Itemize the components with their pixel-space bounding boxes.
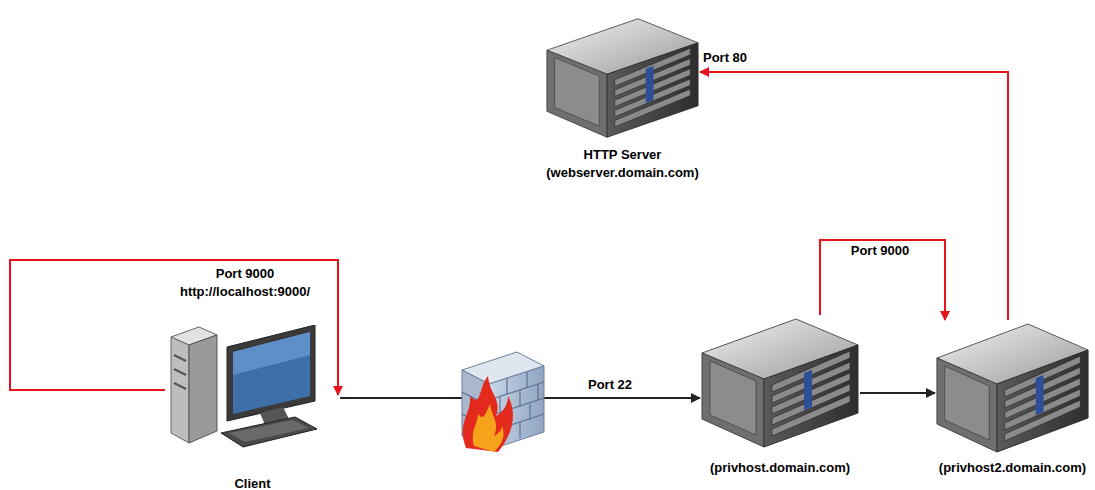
firewall-icon bbox=[462, 352, 544, 452]
host-label: (privhost2.domain.com) bbox=[939, 459, 1086, 477]
host-label: (webserver.domain.com) bbox=[546, 164, 698, 182]
host-label: (privhost.domain.com) bbox=[710, 459, 850, 477]
connection-arrow bbox=[820, 240, 945, 320]
server-node: (privhost.domain.com) bbox=[700, 315, 860, 450]
server-node: HTTP Server(webserver.domain.com) bbox=[545, 15, 700, 140]
server-icon bbox=[935, 320, 1090, 455]
computer-icon bbox=[165, 325, 340, 455]
node-caption: HTTP Server(webserver.domain.com) bbox=[546, 146, 698, 182]
connection-arrow bbox=[700, 72, 1008, 320]
node-caption: Client bbox=[234, 475, 270, 490]
node-caption: (privhost2.domain.com) bbox=[939, 459, 1086, 477]
server-icon bbox=[545, 15, 700, 140]
host-label: Client bbox=[234, 475, 270, 490]
client-node: Client bbox=[165, 325, 340, 455]
host-label: HTTP Server bbox=[546, 146, 698, 164]
url-label: http://localhost:9000/ bbox=[180, 283, 310, 300]
server-icon bbox=[700, 315, 860, 450]
server-node: (privhost2.domain.com) bbox=[935, 320, 1090, 455]
port-label: Port 9000 bbox=[851, 242, 910, 259]
node-caption: (privhost.domain.com) bbox=[710, 459, 850, 477]
port-label: Port 80 bbox=[703, 49, 747, 66]
connection-arrow bbox=[860, 392, 935, 394]
port-label: Port 22 bbox=[588, 376, 632, 393]
port-label: Port 9000 bbox=[216, 265, 275, 282]
